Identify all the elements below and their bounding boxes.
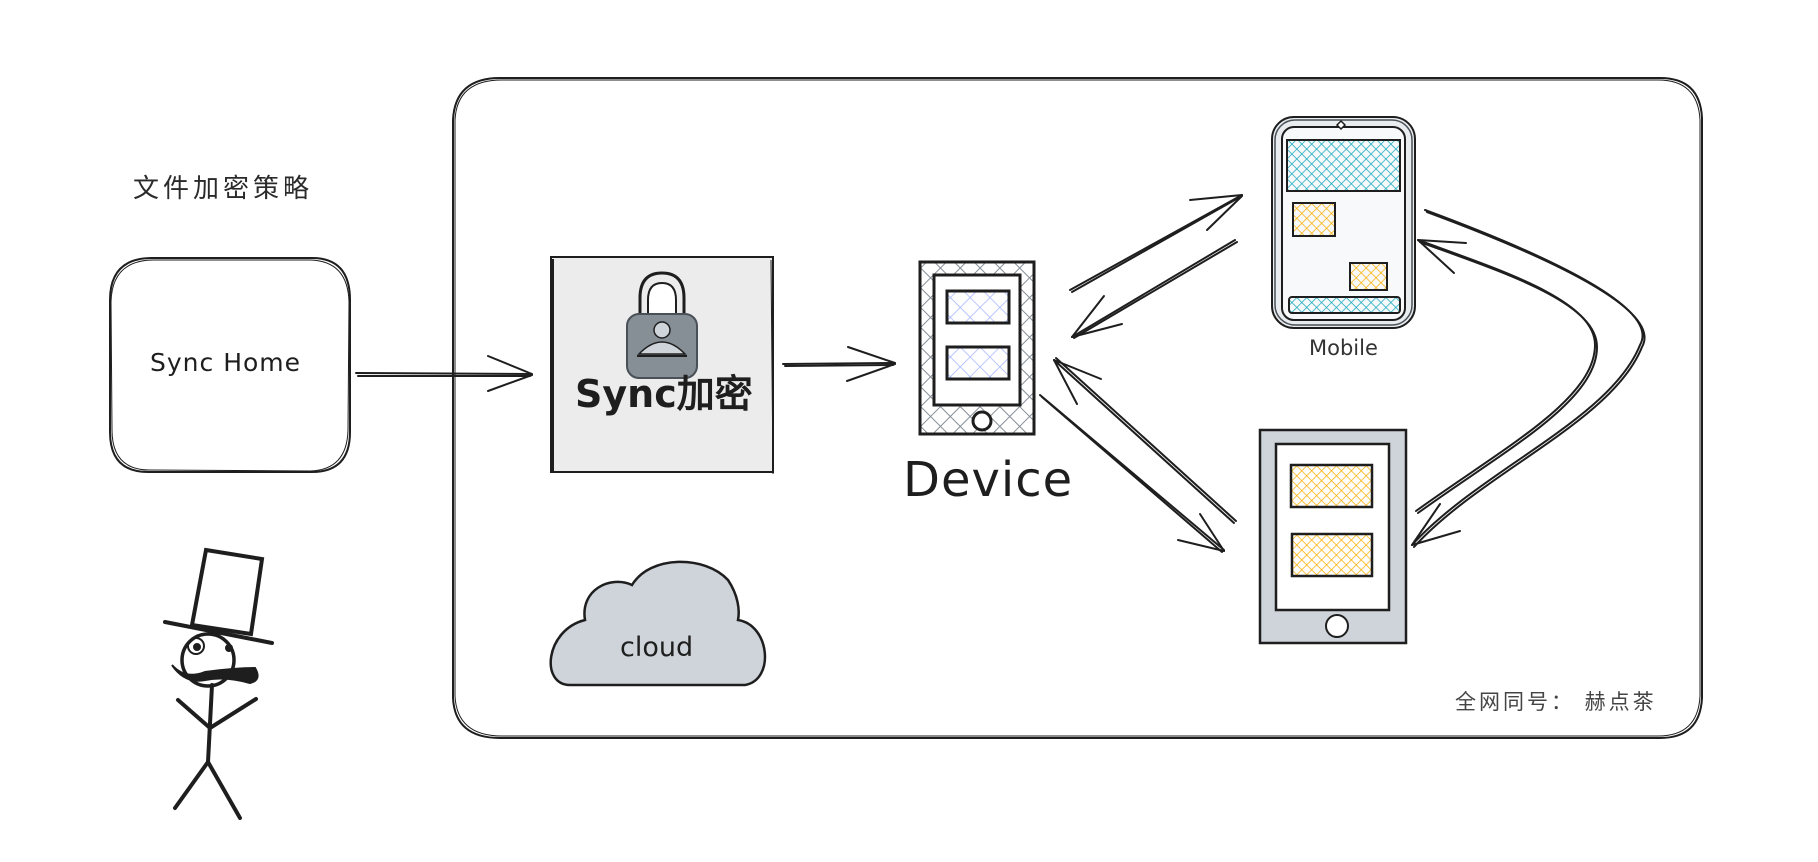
lock-user-icon xyxy=(626,271,698,379)
watermark-text: 全网同号： 赫点茶 xyxy=(1455,690,1657,714)
cloud-node[interactable] xyxy=(549,560,767,687)
sync-encrypt-label: Sync加密 xyxy=(575,372,753,416)
device-node[interactable] xyxy=(918,260,1036,436)
arrow-device-to-mobile xyxy=(1069,194,1243,293)
tablet-node[interactable] xyxy=(1258,428,1408,645)
sync-home-label: Sync Home xyxy=(150,348,302,377)
arrow-mobile-to-device xyxy=(1071,239,1238,339)
sync-home-node[interactable] xyxy=(109,257,351,473)
cloud-label: cloud xyxy=(620,632,694,663)
arrow-synchome-to-encrypt xyxy=(355,355,533,392)
arrow-encrypt-to-device xyxy=(782,346,896,382)
arrow-tablet-to-device xyxy=(1053,357,1237,524)
diagram-title: 文件加密策略 xyxy=(133,174,314,204)
arrow-device-to-tablet xyxy=(1039,394,1225,553)
top-hat-stick-figure-icon xyxy=(163,547,274,820)
device-label: Device xyxy=(903,452,1074,508)
mobile-label: Mobile xyxy=(1309,336,1378,360)
arrow-tablet-to-mobile xyxy=(1415,239,1599,514)
arrow-mobile-to-tablet xyxy=(1411,209,1646,548)
main-container-frame xyxy=(452,77,1703,739)
mobile-node[interactable] xyxy=(1271,116,1416,329)
